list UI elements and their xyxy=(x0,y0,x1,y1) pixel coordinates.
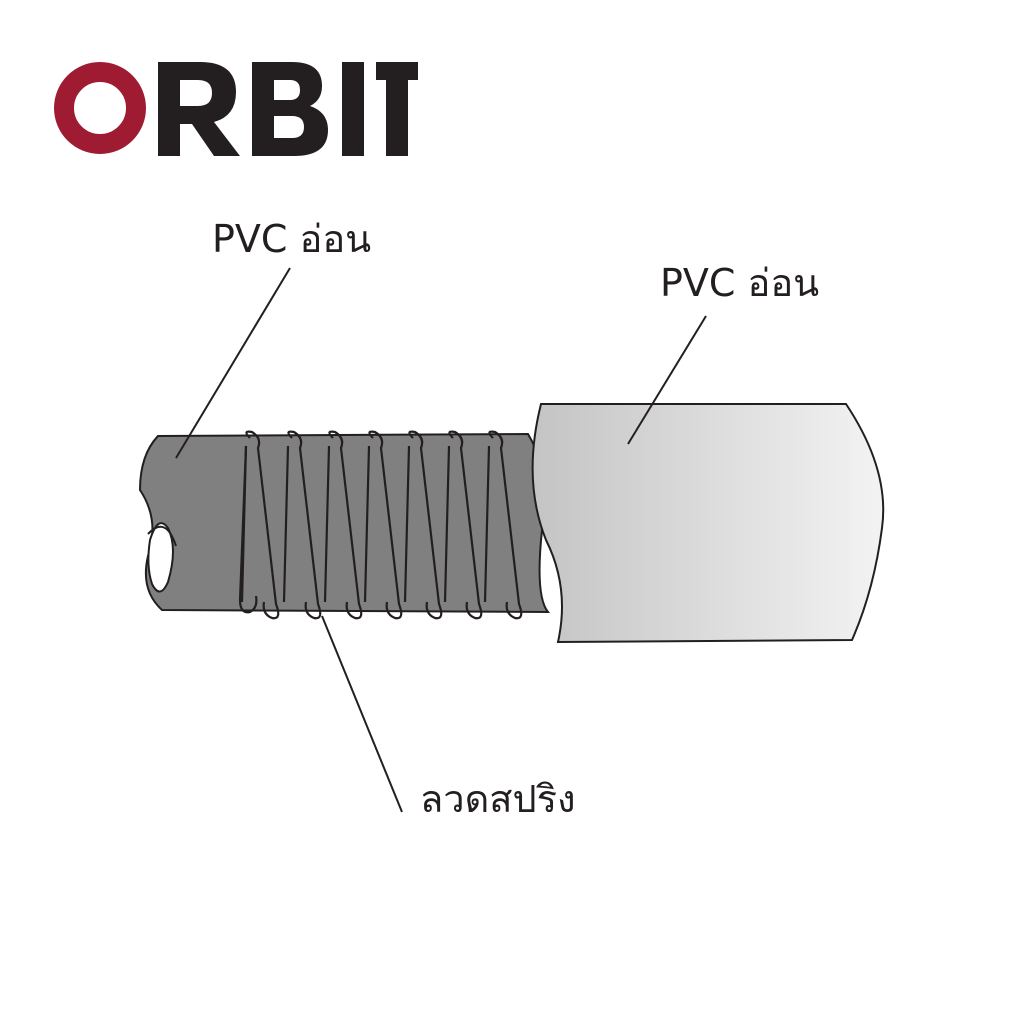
spring-leader xyxy=(321,615,403,813)
outer-layer-label: PVC อ่อน xyxy=(660,261,819,305)
spring-coil-back xyxy=(282,445,290,603)
opening-edge xyxy=(147,525,177,547)
inner-layer-leader xyxy=(175,267,291,459)
logo-letters-rbit xyxy=(158,62,418,156)
spring-coil-back xyxy=(323,445,331,603)
outer-layer-leader xyxy=(627,315,707,445)
spring-coil xyxy=(328,430,363,620)
orbit-logo xyxy=(54,62,418,156)
spring-coil-back xyxy=(363,445,371,603)
spring-coil xyxy=(287,430,322,620)
inner-layer-label: PVC อ่อน xyxy=(212,217,371,261)
spring-coil xyxy=(488,430,523,620)
logo-letter-o xyxy=(54,62,146,154)
spring-coil-back xyxy=(403,445,411,603)
spring-coil xyxy=(408,430,443,620)
spring-coil-start xyxy=(238,445,258,614)
hose xyxy=(138,403,885,644)
spring-label: ลวดสปริง xyxy=(420,777,576,821)
spring-wire xyxy=(238,430,523,620)
outer-pvc-jacket xyxy=(531,403,885,644)
spring-coil xyxy=(448,430,483,620)
inner-tube-opening xyxy=(147,522,174,593)
spring-coil-back xyxy=(443,445,451,603)
spring-coil xyxy=(368,430,403,620)
spring-coil xyxy=(245,430,280,620)
spring-coil-back xyxy=(483,445,491,603)
